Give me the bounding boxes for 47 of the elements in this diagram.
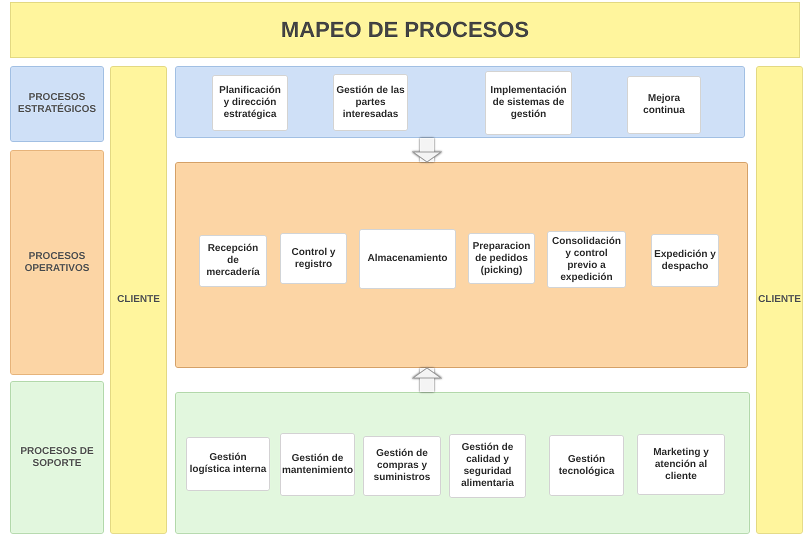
- client-column: [110, 66, 167, 534]
- process-label: Gestión de las partes interesadas: [335, 84, 406, 120]
- process-box: [280, 433, 355, 496]
- category-label: PROCESOS OPERATIVOS: [24, 250, 90, 274]
- process-label: Expedición y despacho: [653, 248, 717, 272]
- category-label: CLIENTE: [757, 294, 802, 306]
- process-label: Almacenamiento: [366, 253, 449, 265]
- process-label: Mejora continua: [642, 93, 686, 117]
- process-panel: [175, 392, 750, 534]
- process-box: [212, 75, 288, 131]
- client-column: [756, 66, 803, 534]
- category-label: PROCESOS ESTRATÉGICOS: [16, 92, 98, 116]
- process-box: [627, 76, 701, 134]
- process-box: [359, 229, 456, 289]
- process-box: [449, 434, 526, 498]
- category-label: CLIENTE: [116, 294, 161, 306]
- process-box: [333, 74, 408, 131]
- process-label: Gestión de compras y suministros: [372, 448, 432, 484]
- process-label: Consolidación y control previo a expedición: [551, 236, 622, 284]
- process-box: [186, 437, 270, 491]
- process-box: [549, 435, 624, 496]
- process-box: [363, 436, 441, 496]
- process-label: Gestión de mantenimiento: [280, 452, 354, 476]
- category-label-box: [10, 66, 104, 142]
- process-box: [637, 434, 725, 495]
- process-panel: [175, 66, 745, 138]
- process-label: Gestión tecnológica: [558, 454, 616, 478]
- process-label: Control y registro: [290, 246, 336, 270]
- process-box: [485, 71, 572, 135]
- process-label: Marketing y atención al cliente: [652, 446, 710, 482]
- category-label: PROCESOS DE SOPORTE: [19, 446, 95, 470]
- process-panel: [175, 162, 748, 368]
- process-label: Preparacion de pedidos (picking): [472, 240, 532, 276]
- process-box: [651, 234, 719, 287]
- category-label-box: [10, 150, 104, 375]
- process-label: Implementación de sistemas de gestión: [489, 85, 568, 121]
- process-label: Planificación y dirección estratégica: [218, 85, 282, 121]
- category-label-box: [10, 381, 104, 534]
- process-box: [280, 233, 347, 284]
- process-label: Gestión logística interna: [188, 452, 268, 476]
- process-box: [468, 233, 535, 284]
- process-label: Recepción de mercadería: [205, 243, 261, 279]
- block-arrow: [412, 368, 442, 392]
- process-box: [199, 235, 267, 287]
- block-arrow: [412, 138, 442, 162]
- title: MAPEO DE PROCESOS: [280, 17, 530, 43]
- process-label: Gestión de calidad y seguridad alimentaria: [460, 442, 515, 490]
